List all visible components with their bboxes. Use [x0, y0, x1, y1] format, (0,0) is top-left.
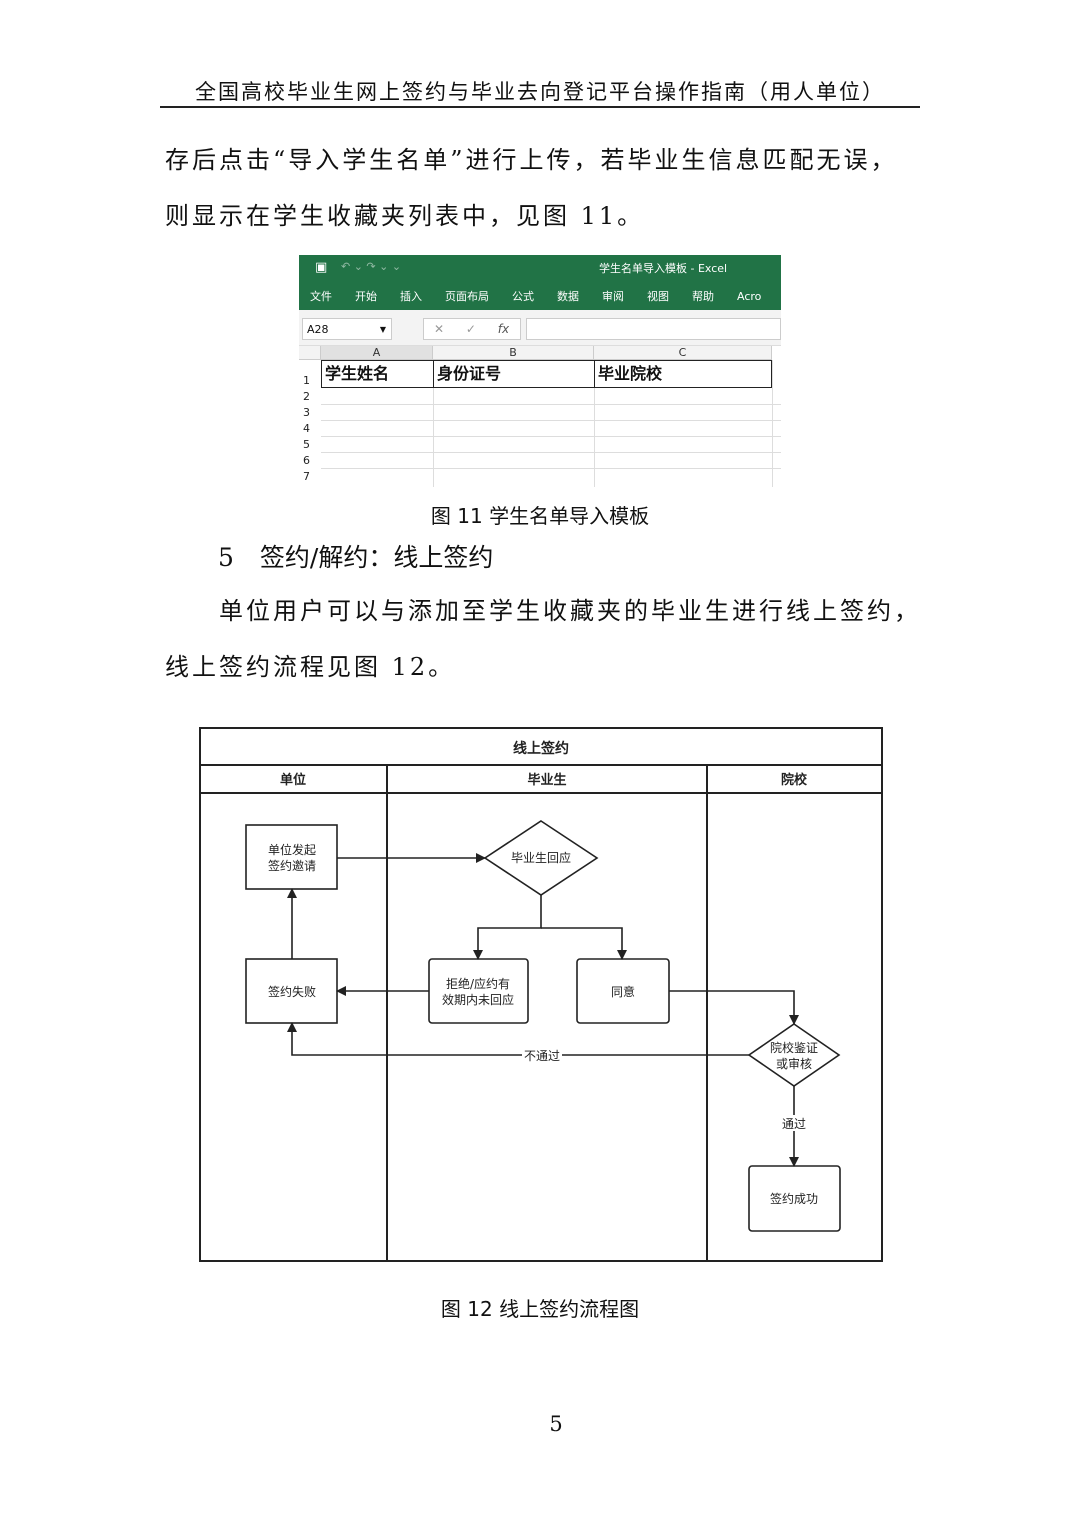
formula-buttons: ✕ ✓ fx: [423, 318, 521, 340]
edge-label: 不通过: [524, 1049, 560, 1063]
node-reject: [428, 958, 529, 1024]
running-header: 全国高校毕业生网上签约与毕业去向登记平台操作指南（用人单位）: [195, 80, 885, 104]
excel-screenshot: ▣ ↶ ⌄ ↷ ⌄ ⌄ 学生名单导入模板 - Excel 文件 开始 插入 页面…: [299, 255, 781, 487]
lane-label: 单位: [280, 772, 306, 788]
row-header: 7: [303, 470, 310, 483]
name-box-value: A28: [307, 323, 329, 336]
ribbon-tab: 数据: [557, 290, 579, 303]
section-heading: 5 签约/解约：线上签约: [218, 538, 493, 574]
header-divider: [160, 106, 920, 108]
column-header: B: [433, 346, 594, 360]
undo-redo-icon: ↶ ⌄ ↷ ⌄ ⌄: [341, 260, 402, 273]
grid-line: [594, 360, 595, 487]
row-header: 5: [303, 438, 310, 451]
name-box: A28 ▼: [302, 318, 392, 340]
column-header: A: [321, 346, 433, 360]
edge-arrow: [473, 895, 542, 960]
ribbon-tab: 帮助: [692, 290, 714, 303]
ribbon-tab: 视图: [647, 290, 669, 303]
node-label: 院校鉴证: [770, 1040, 818, 1055]
node-label: 单位发起: [268, 842, 316, 857]
node-label: 签约成功: [770, 1191, 818, 1206]
edge-label: 通过: [782, 1117, 806, 1131]
ribbon-tab: 开始: [355, 290, 377, 303]
cell-c1: 毕业院校: [598, 364, 663, 383]
figure-12-caption: 图 12 线上签约流程图: [440, 1297, 640, 1321]
paragraph-line: 存后点击“导入学生名单”进行上传，若毕业生信息匹配无误，: [165, 146, 898, 174]
window-title: 学生名单导入模板 - Excel: [599, 262, 728, 275]
edge-arrow: [669, 990, 799, 1025]
cancel-icon: ✕: [434, 322, 445, 336]
section-number: 5: [218, 543, 234, 572]
grid-line: [772, 360, 773, 487]
node-label: 或审核: [776, 1056, 812, 1071]
grid-line: [321, 436, 781, 437]
grid-line: [321, 404, 781, 405]
select-all-corner: [299, 346, 321, 360]
ribbon-tab: 审阅: [602, 290, 624, 303]
node-verify: [747, 1023, 841, 1087]
node-label: 签约失败: [268, 984, 316, 999]
flowchart-frame: [199, 727, 883, 1262]
grid-line: [321, 468, 781, 469]
chevron-down-icon: ▼: [379, 325, 386, 334]
label-background: [778, 1115, 810, 1131]
edge-arrow: [541, 927, 627, 960]
grid-line: [594, 360, 595, 388]
node-label: 同意: [611, 984, 635, 999]
paragraph-line: 单位用户可以与添加至学生收藏夹的毕业生进行线上签约，: [219, 597, 921, 625]
excel-title-bar: ▣ ↶ ⌄ ↷ ⌄ ⌄ 学生名单导入模板 - Excel: [299, 255, 781, 282]
row-header: 3: [303, 406, 310, 419]
ribbon-tab: 公式: [512, 290, 534, 303]
node-initiate: [245, 824, 338, 890]
edge-arrow: [287, 1022, 749, 1056]
row-header: 1: [303, 374, 310, 387]
fx-icon: fx: [497, 322, 510, 336]
lane-label: 院校: [781, 772, 808, 788]
row-header: 2: [303, 390, 310, 403]
ribbon-tab: 页面布局: [445, 290, 489, 303]
check-icon: ✓: [465, 322, 476, 336]
page-number: 5: [549, 1412, 563, 1436]
paragraph-line: 线上签约流程见图 12。: [165, 653, 456, 681]
column-header: C: [594, 346, 772, 360]
paragraph-2: 单位用户可以与添加至学生收藏夹的毕业生进行线上签约， 线上签约流程见图 12。: [165, 583, 925, 695]
row-header: 6: [303, 454, 310, 467]
grid-line: [433, 360, 434, 388]
ribbon-tabs: 文件 开始 插入 页面布局 公式 数据 审阅 视图 帮助 Acro: [299, 282, 781, 310]
node-label: 效期内未回应: [442, 992, 514, 1007]
figure-11-caption: 图 11 学生名单导入模板: [430, 504, 650, 528]
ribbon-tab: 插入: [400, 290, 422, 303]
header-row-border: [321, 360, 772, 388]
row-header: 4: [303, 422, 310, 435]
flowchart: 线上签约 单位 毕业生 院校 单位发起 签约邀请 毕业生回应 拒绝/应约有 效期…: [199, 727, 883, 1262]
node-label: 拒绝/应约有: [446, 976, 510, 991]
node-label: 毕业生回应: [511, 850, 571, 865]
cell-a1: 学生姓名: [325, 364, 390, 383]
label-background: [522, 1047, 562, 1063]
paragraph-1: 存后点击“导入学生名单”进行上传，若毕业生信息匹配无误， 则显示在学生收藏夹列表…: [165, 132, 925, 244]
ribbon-tab: 文件: [310, 290, 332, 303]
formula-bar: A28 ▼ ✕ ✓ fx: [299, 310, 781, 346]
node-label: 签约邀请: [268, 858, 316, 873]
ribbon-tab: Acro: [737, 289, 762, 303]
flowchart-title: 线上签约: [513, 740, 569, 757]
paragraph-line: 则显示在学生收藏夹列表中，见图 11。: [165, 202, 645, 230]
cell-b1: 身份证号: [437, 364, 502, 383]
section-title: 签约/解约：线上签约: [259, 543, 494, 572]
grid-line: [321, 452, 781, 453]
save-icon: ▣: [315, 260, 328, 275]
lane-label: 毕业生: [527, 772, 566, 788]
formula-input: [526, 318, 781, 340]
spreadsheet-grid: A B C 学生姓名 身份证号 毕业院校 1 2 3 4 5 6 7: [299, 346, 781, 487]
grid-line: [433, 360, 434, 487]
grid-line: [321, 420, 781, 421]
